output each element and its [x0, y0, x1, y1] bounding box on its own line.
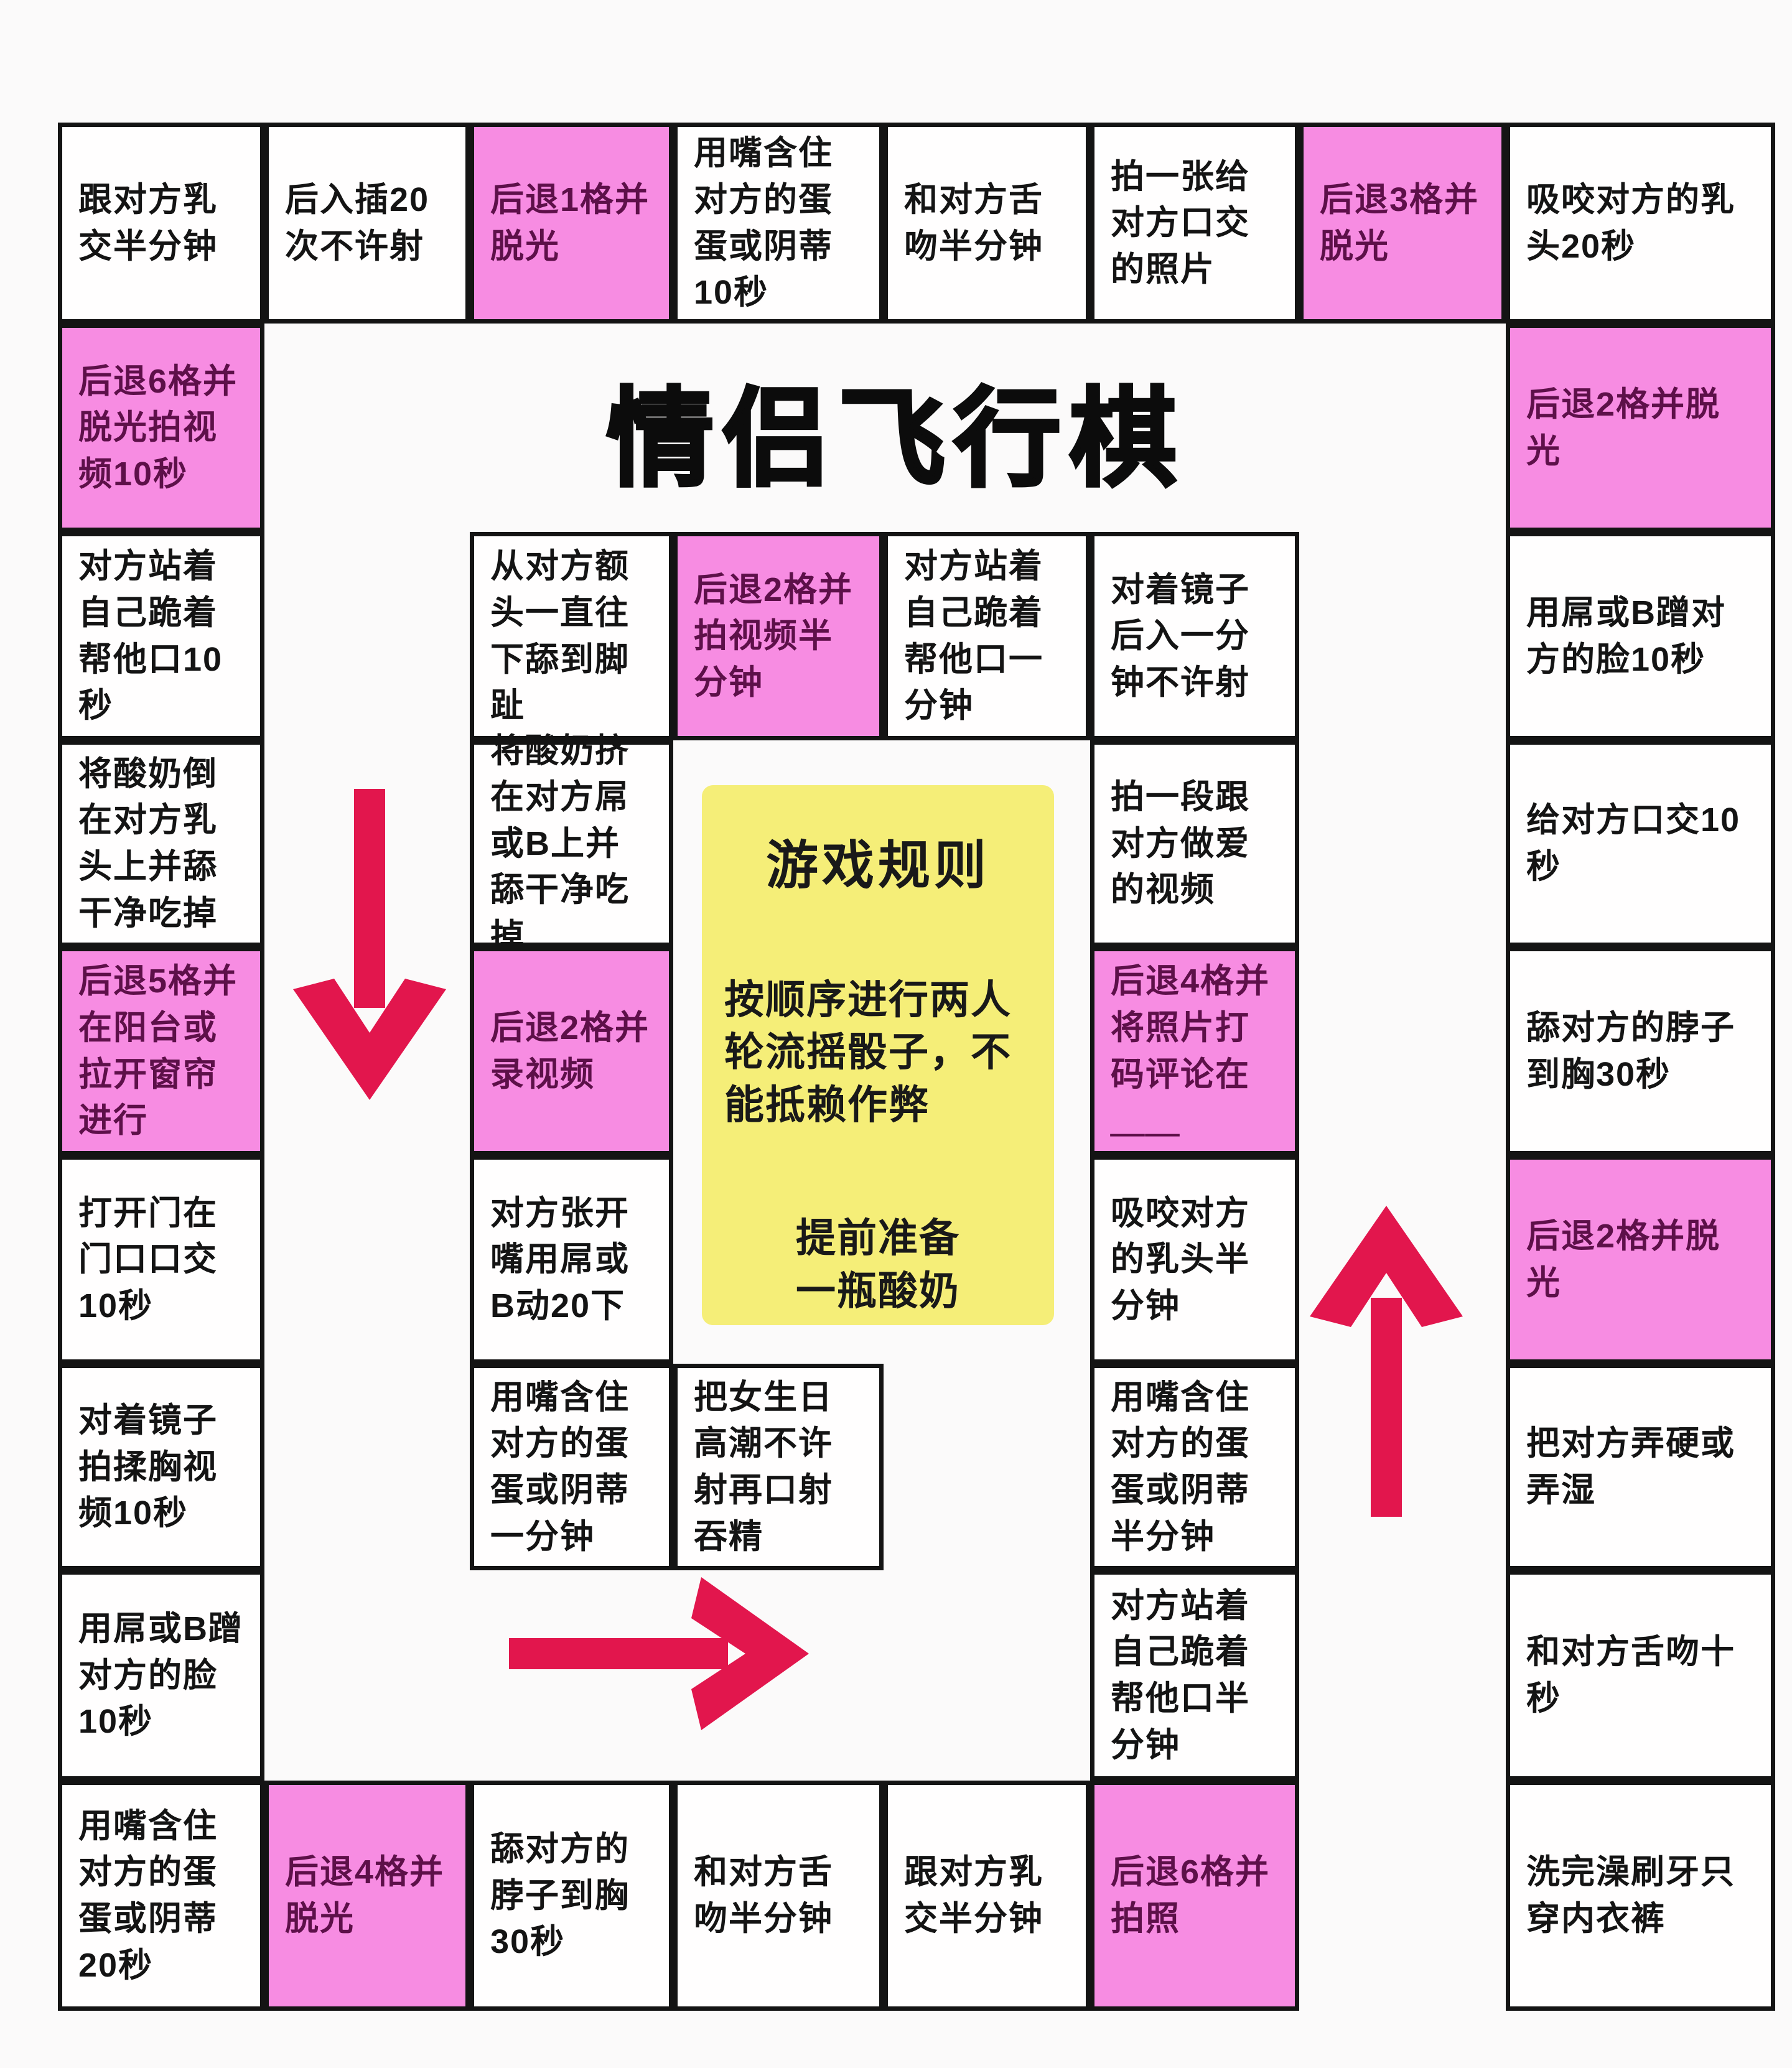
board-cell-text: 后退2格并拍视频半分钟: [694, 571, 854, 701]
board-cell: 把对方弄硬或弄湿: [1506, 1364, 1775, 1570]
board-cell-text: 用屌或B蹭对方的脸10秒: [1526, 594, 1726, 678]
board-cell-text: 把对方弄硬或弄湿: [1526, 1425, 1735, 1509]
board-cell: 和对方舌吻半分钟: [673, 1781, 884, 2011]
board-cell: 用嘴含住对方的蛋蛋或阴蒂一分钟: [470, 1364, 673, 1570]
board-cell: 跟对方乳交半分钟: [58, 123, 264, 324]
board-cell-text: 后入插20次不许射: [285, 180, 430, 265]
board-cell: 后退2格并录视频: [470, 947, 673, 1155]
board-cell-text: 舔对方的脖子到胸30秒: [490, 1830, 630, 1961]
board-cell-text: 对方张开嘴用屌或B动20下: [490, 1194, 630, 1325]
board-cell-text: 将酸奶倒在对方乳头上并舔干净吃掉: [78, 755, 218, 932]
board-cell-text: 后退4格并将照片打码评论在＿＿: [1111, 962, 1271, 1140]
rules-body: 按顺序进行两人轮流摇骰子，不能抵赖作弊: [724, 977, 1012, 1127]
rules-heading: 游戏规则: [765, 836, 990, 895]
board-cell-text: 用嘴含住对方的蛋蛋或阴蒂20秒: [78, 1807, 218, 1984]
board-cell: 后退4格并将照片打码评论在＿＿: [1090, 947, 1299, 1155]
board-cell-text: 舔对方的脖子到胸30秒: [1526, 1008, 1735, 1093]
board-cell-text: 后退2格并脱光: [1526, 1217, 1721, 1302]
board-cell: 后退6格并拍照: [1090, 1781, 1299, 2011]
board-cell-text: 对方站着自己跪着帮他口一分钟: [904, 547, 1043, 725]
board-cell-text: 后退6格并拍照: [1111, 1853, 1271, 1937]
board-cell-text: 用嘴含住对方的蛋蛋或阴蒂一分钟: [490, 1378, 630, 1555]
board-cell: 对方站着自己跪着帮他口半分钟: [1090, 1570, 1299, 1781]
board-cell-text: 和对方舌吻半分钟: [904, 180, 1043, 265]
board-cell: 把女生日高潮不许射再口射吞精: [673, 1364, 884, 1570]
page-title: 情侣飞行棋: [605, 378, 1185, 501]
rules-note: 提前准备 一瓶酸奶: [796, 1216, 960, 1313]
board-cell-text: 对着镜子拍揉胸视频10秒: [78, 1402, 218, 1532]
board-cell: 后退5格并在阳台或拉开窗帘进行: [58, 947, 264, 1155]
board-cell-text: 跟对方乳交半分钟: [78, 180, 218, 265]
board-cell: 从对方额头一直往下舔到脚趾: [470, 532, 673, 740]
board-cell: 后退6格并脱光拍视频10秒: [58, 324, 264, 532]
board-cell-text: 用嘴含住对方的蛋蛋或阴蒂半分钟: [1111, 1378, 1250, 1555]
board-cell: 用嘴含住对方的蛋蛋或阴蒂20秒: [58, 1781, 264, 2011]
board-cell: 和对方舌吻半分钟: [884, 123, 1090, 324]
board-cell: 用屌或B蹭对方的脸10秒: [1506, 532, 1775, 740]
board-cell-text: 打开门在门口口交10秒: [78, 1194, 218, 1325]
board-cell-text: 后退2格并脱光: [1526, 385, 1721, 470]
board-cell: 将酸奶倒在对方乳头上并舔干净吃掉: [58, 740, 264, 947]
board-cell-text: 用屌或B蹭对方的脸10秒: [78, 1610, 243, 1741]
board-cell: 打开门在门口口交10秒: [58, 1155, 264, 1364]
board-cell: 后入插20次不许射: [264, 123, 470, 324]
board-cell-text: 跟对方乳交半分钟: [904, 1853, 1043, 1937]
board-cell-text: 后退6格并脱光拍视频10秒: [78, 362, 238, 493]
up-arrow-icon: [1310, 1206, 1463, 1517]
board-cell-text: 后退3格并脱光: [1320, 180, 1480, 265]
board-cell-text: 用嘴含住对方的蛋蛋或阴蒂10秒: [694, 134, 833, 312]
board-cell: 对着镜子后入一分钟不许射: [1090, 532, 1299, 740]
board-cell: 和对方舌吻十秒: [1506, 1570, 1775, 1781]
board-cell: 后退2格并拍视频半分钟: [673, 532, 884, 740]
board-cell: 舔对方的脖子到胸30秒: [470, 1781, 673, 2011]
board-cell-text: 吸咬对方的乳头半分钟: [1111, 1194, 1250, 1325]
down-arrow-icon: [293, 789, 446, 1100]
board-cell-text: 给对方口交10秒: [1526, 801, 1741, 885]
board-cell-text: 拍一张给对方口交的照片: [1111, 157, 1250, 288]
board-cell: 舔对方的脖子到胸30秒: [1506, 947, 1775, 1155]
board-cell-text: 后退5格并在阳台或拉开窗帘进行: [78, 962, 238, 1140]
board-cell: 拍一段跟对方做爱的视频: [1090, 740, 1299, 947]
board-cell-text: 对着镜子后入一分钟不许射: [1111, 571, 1250, 701]
board-cell-text: 后退1格并脱光: [490, 180, 650, 265]
board-cell: 将酸奶挤在对方屌或B上并舔干净吃掉: [470, 732, 673, 955]
board-cell: 对方站着自己跪着帮他口一分钟: [884, 532, 1090, 740]
board-cell: 后退1格并脱光: [470, 123, 673, 324]
board-cell-text: 后退4格并脱光: [285, 1853, 445, 1937]
board-cell-text: 对方站着自己跪着帮他口半分钟: [1111, 1586, 1250, 1764]
board-cell: 拍一张给对方口交的照片: [1090, 123, 1299, 324]
board-cell-text: 从对方额头一直往下舔到脚趾: [490, 547, 630, 725]
board-cell: 吸咬对方的乳头20秒: [1506, 123, 1775, 324]
board-cell: 后退2格并脱光: [1506, 1155, 1775, 1364]
board-cell: 用嘴含住对方的蛋蛋或阴蒂10秒: [673, 123, 884, 324]
board-cell-text: 对方站着自己跪着帮他口10秒: [78, 547, 223, 725]
rules-box: 游戏规则 按顺序进行两人轮流摇骰子，不能抵赖作弊 提前准备 一瓶酸奶: [702, 785, 1054, 1325]
board-cell: 后退2格并脱光: [1506, 324, 1775, 532]
board-cell-text: 将酸奶挤在对方屌或B上并舔干净吃掉: [490, 732, 630, 955]
right-arrow-icon: [509, 1577, 809, 1730]
board-cell-text: 洗完澡刷牙只穿内衣裤: [1526, 1853, 1735, 1937]
board-cell: 对着镜子拍揉胸视频10秒: [58, 1364, 264, 1570]
board-cell: 用嘴含住对方的蛋蛋或阴蒂半分钟: [1090, 1364, 1299, 1570]
board-cell-text: 吸咬对方的乳头20秒: [1526, 180, 1735, 265]
board-cell: 后退4格并脱光: [264, 1781, 470, 2011]
board-cell: 给对方口交10秒: [1506, 740, 1775, 947]
board-cell: 吸咬对方的乳头半分钟: [1090, 1155, 1299, 1364]
board-cell-text: 后退2格并录视频: [490, 1008, 650, 1093]
board-cell: 对方张开嘴用屌或B动20下: [470, 1155, 673, 1364]
board-cell-text: 拍一段跟对方做爱的视频: [1111, 778, 1250, 909]
board-cell: 跟对方乳交半分钟: [884, 1781, 1090, 2011]
board-cell-text: 把女生日高潮不许射再口射吞精: [694, 1378, 833, 1555]
board-cell-text: 和对方舌吻十秒: [1526, 1633, 1735, 1717]
board-cell-text: 和对方舌吻半分钟: [694, 1853, 833, 1937]
board-cell: 用屌或B蹭对方的脸10秒: [58, 1570, 264, 1781]
board-cell: 洗完澡刷牙只穿内衣裤: [1506, 1781, 1775, 2011]
board-cell: 后退3格并脱光: [1299, 123, 1506, 324]
board-cell: 对方站着自己跪着帮他口10秒: [58, 532, 264, 740]
